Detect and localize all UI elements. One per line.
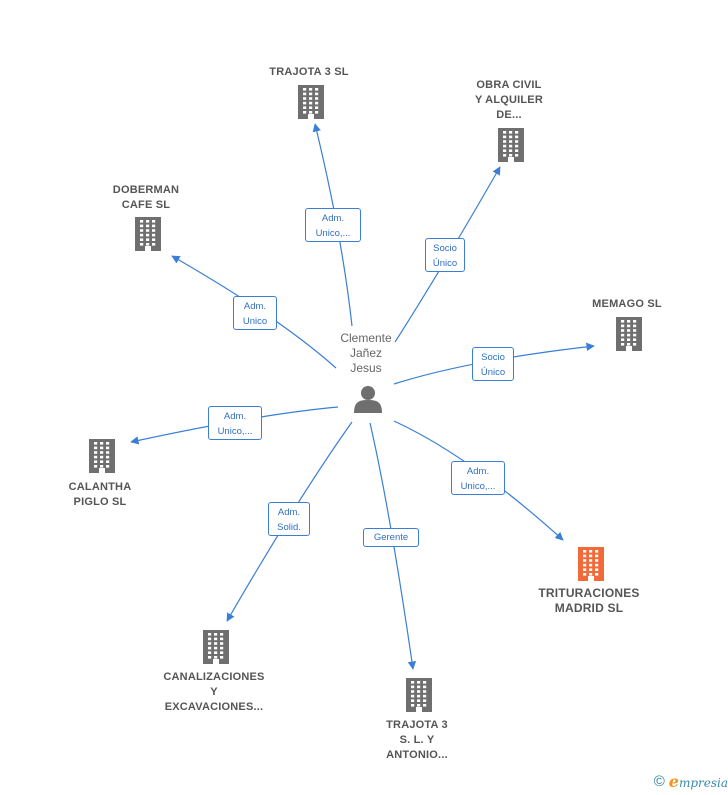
relation-label-trajota3-sly[interactable]: Gerente bbox=[363, 527, 419, 547]
relation-label-canalizaciones[interactable]: Adm.Solid. bbox=[268, 502, 310, 536]
building-icon-calantha[interactable] bbox=[89, 439, 115, 473]
building-icon-memago[interactable] bbox=[616, 317, 642, 351]
relation-label-doberman[interactable]: Adm.Unico bbox=[233, 296, 277, 330]
empresia-logo: empresia bbox=[668, 772, 728, 791]
building-icon-doberman[interactable] bbox=[135, 217, 161, 251]
person-icon[interactable] bbox=[354, 386, 382, 413]
relation-label-calantha[interactable]: Adm.Unico,... bbox=[208, 406, 262, 440]
relation-label-trituraciones[interactable]: Adm.Unico,... bbox=[451, 461, 505, 495]
building-icon-trituraciones[interactable] bbox=[578, 547, 604, 581]
building-icon-trajota3-sly[interactable] bbox=[406, 678, 432, 712]
company-label-memago[interactable]: MEMAGO SL bbox=[592, 298, 662, 310]
building-icon-trajota3[interactable] bbox=[298, 85, 324, 119]
relation-label-trajota3[interactable]: Adm.Unico,... bbox=[305, 208, 361, 242]
company-label-trajota3[interactable]: TRAJOTA 3 SL bbox=[269, 66, 349, 78]
building-icon-canalizaciones[interactable] bbox=[203, 630, 229, 664]
footer-brand: © empresia bbox=[654, 772, 728, 791]
copyright-symbol: © bbox=[653, 773, 665, 790]
building-icon-obra-civil[interactable] bbox=[498, 128, 524, 162]
